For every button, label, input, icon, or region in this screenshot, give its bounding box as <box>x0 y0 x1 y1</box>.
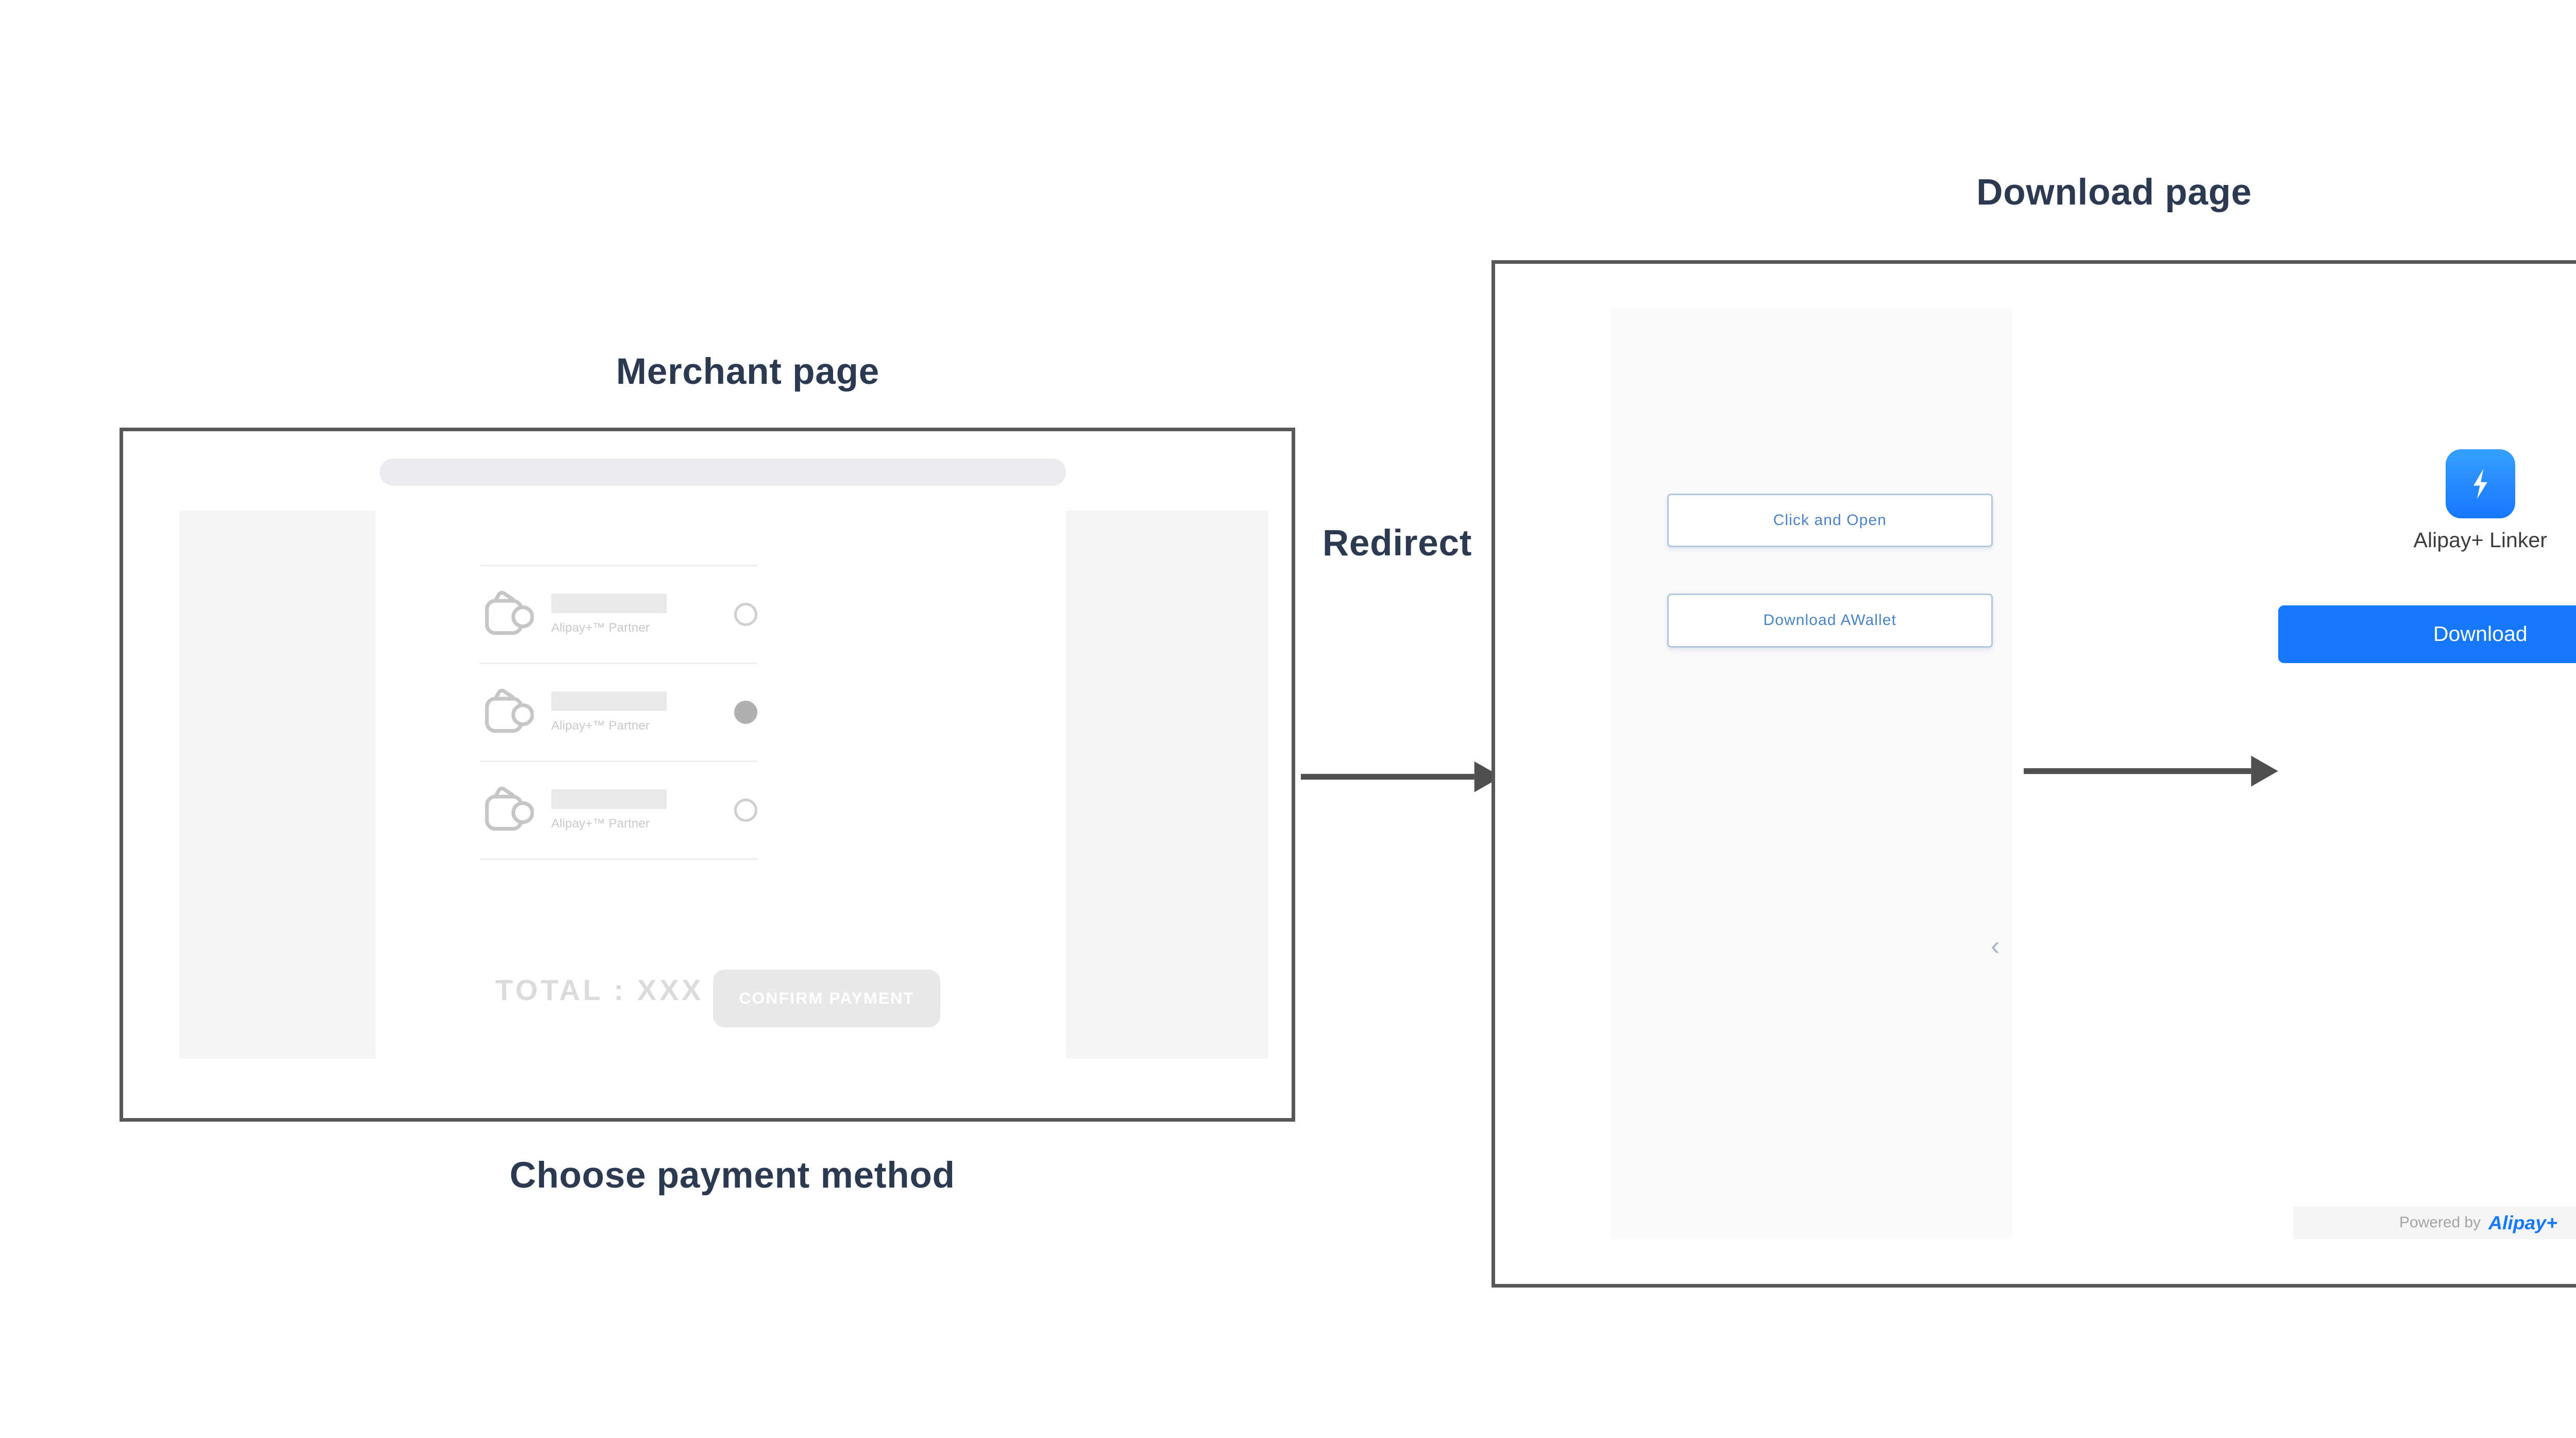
app-name-label: Alipay+ Linker <box>2414 528 2547 552</box>
carousel-prev-icon[interactable]: ‹ <box>1991 933 1999 959</box>
payment-method-row[interactable]: Alipay+™ Partner <box>480 760 757 860</box>
payment-method-label: Alipay+™ Partner <box>551 719 667 733</box>
flow-arrow-icon <box>2024 754 2278 788</box>
wallet-name-placeholder <box>551 594 667 613</box>
download-button[interactable]: Download <box>2278 605 2576 663</box>
click-and-open-button[interactable]: Click and Open <box>1667 494 1993 548</box>
redirect-arrow-icon <box>1301 759 1501 794</box>
powered-by-footer: Powered by Alipay+ <box>2293 1207 2576 1240</box>
payment-method-label: Alipay+™ Partner <box>551 817 667 831</box>
powered-by-label: Powered by <box>2399 1214 2481 1231</box>
payment-method-row[interactable]: Alipay+™ Partner <box>480 565 757 663</box>
wallet-name-placeholder <box>551 691 667 710</box>
redirect-label: Redirect <box>1323 522 1472 564</box>
wallet-icon <box>480 587 534 641</box>
merchant-page-title: Merchant page <box>616 351 879 393</box>
confirm-payment-button[interactable]: CONFIRM PAYMENT <box>713 970 940 1027</box>
radio-button[interactable] <box>734 603 757 626</box>
merchant-left-panel <box>179 511 376 1058</box>
download-page-title: Download page <box>1976 172 2252 213</box>
wallet-chooser-panel <box>1611 309 2012 1240</box>
browser-address-bar <box>380 459 1066 485</box>
alipay-plus-logo: Alipay+ <box>2488 1212 2557 1234</box>
wallet-icon <box>480 783 534 837</box>
lightning-icon <box>2459 463 2501 505</box>
wallet-icon <box>480 685 534 739</box>
wallet-name-placeholder <box>551 789 667 808</box>
total-amount-label: TOTAL : XXX <box>495 973 704 1007</box>
payment-method-row[interactable]: Alipay+™ Partner <box>480 663 757 760</box>
payment-method-list: Alipay+™ Partner Alipay+™ Partner <box>480 565 757 860</box>
download-awallet-button[interactable]: Download AWallet <box>1667 594 1993 648</box>
merchant-right-panel <box>1066 511 1268 1058</box>
payment-method-label: Alipay+™ Partner <box>551 621 667 635</box>
alipay-linker-app-icon <box>2446 449 2515 519</box>
merchant-caption: Choose payment method <box>510 1155 955 1196</box>
radio-button-selected[interactable] <box>734 701 757 724</box>
radio-button[interactable] <box>734 799 757 822</box>
